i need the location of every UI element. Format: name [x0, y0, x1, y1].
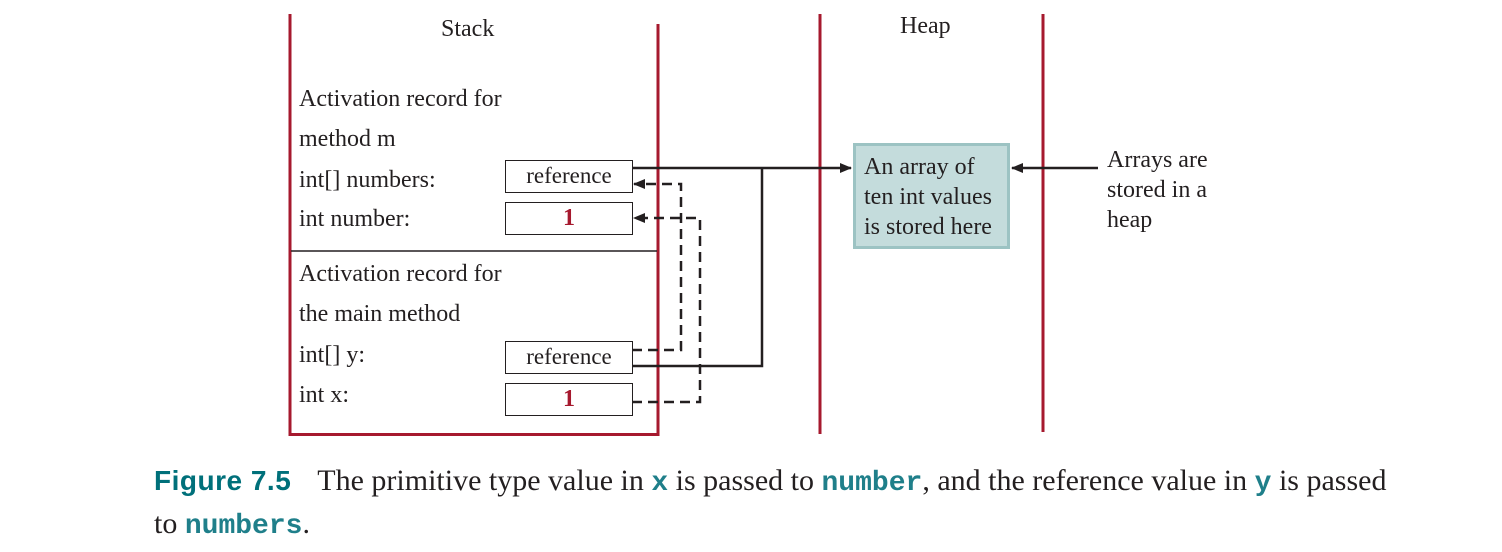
- heap-array-box: An array of ten int values is stored her…: [853, 143, 1010, 249]
- record-m-title-line1: Activation record for: [299, 86, 502, 112]
- caption-text-1: The primitive type value in: [317, 464, 652, 497]
- record-m-title-line2: method m: [299, 126, 396, 152]
- x-var-value: 1: [505, 383, 633, 416]
- note-line1: Arrays are: [1107, 147, 1208, 173]
- caption-text-4: is passed to: [154, 464, 1387, 540]
- caption-code-x: x: [651, 468, 669, 499]
- y-var-value: reference: [505, 341, 633, 374]
- caption-code-y: y: [1254, 468, 1272, 499]
- caption-code-numbers: numbers: [184, 511, 303, 542]
- number-param-label: int number:: [299, 206, 411, 232]
- stack-title: Stack: [441, 16, 495, 42]
- numbers-param-value: reference: [505, 160, 633, 193]
- stack-frame: [288, 14, 660, 436]
- record-main-title-line2: the main method: [299, 301, 461, 327]
- heap-title: Heap: [900, 13, 951, 39]
- heap-array-line2: ten int values: [864, 184, 992, 210]
- figure-label: Figure 7.5: [154, 465, 292, 496]
- caption-text-5: .: [302, 507, 310, 540]
- numbers-param-label: int[] numbers:: [299, 167, 436, 193]
- heap-array-line1: An array of: [864, 154, 975, 180]
- caption-text-3: , and the reference value in: [922, 464, 1255, 497]
- y-to-heap-connector: [632, 168, 764, 368]
- record-main-title-line1: Activation record for: [299, 261, 502, 287]
- caption-code-number: number: [821, 468, 923, 499]
- heap-array-line3: is stored here: [864, 214, 992, 240]
- y-var-label: int[] y:: [299, 342, 365, 368]
- x-var-label: int x:: [299, 382, 350, 408]
- y-to-numbers-dashed-arrow: [632, 179, 683, 352]
- note-line3: heap: [1107, 207, 1153, 233]
- x-to-number-dashed-arrow: [632, 213, 702, 404]
- caption-text-2: is passed to: [668, 464, 822, 497]
- note-line2: stored in a: [1107, 177, 1207, 203]
- number-param-value: 1: [505, 202, 633, 235]
